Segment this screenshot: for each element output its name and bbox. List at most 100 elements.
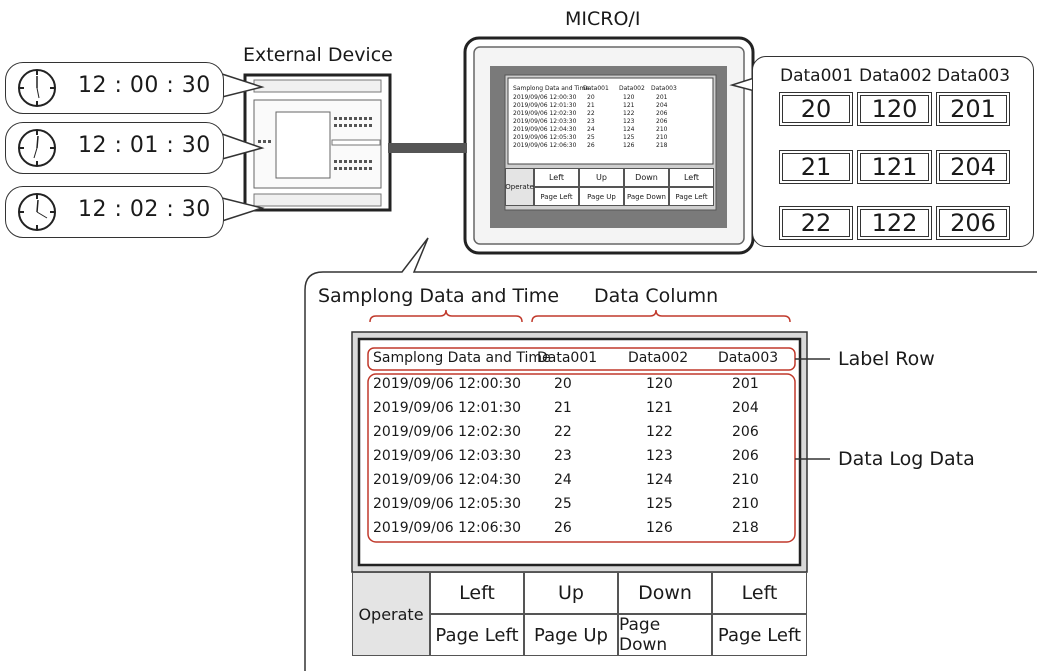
log-cell: 124 (646, 472, 673, 488)
log-cell: 2019/09/06 12:02:30 (373, 424, 522, 440)
mini-cell: 23 (587, 118, 595, 125)
table-row: 2019/09/06 12:06:30 26 126 218 (370, 517, 800, 541)
data-cell: 204 (936, 150, 1010, 184)
log-cell: 120 (646, 376, 673, 392)
log-cell: 201 (732, 376, 759, 392)
table-row: 2019/09/06 12:03:30 23 123 206 (370, 445, 800, 469)
left-button[interactable]: Left (430, 572, 524, 614)
mini-left-button[interactable]: Left (534, 168, 579, 187)
data-cell: 20 (779, 92, 853, 126)
mini-down-button[interactable]: Down (624, 168, 669, 187)
mini-cell: 204 (656, 102, 668, 109)
page-up-button[interactable]: Page Up (524, 614, 618, 656)
log-cell: 125 (646, 496, 673, 512)
mini-cell: 126 (623, 142, 635, 149)
label-cell: Samplong Data and Time (373, 350, 551, 366)
mini-cell: 2019/09/06 12:06:30 (513, 142, 577, 149)
clock-time-2: 12 : 01 : 30 (78, 133, 211, 158)
mini-cell: 120 (623, 94, 635, 101)
mini-cell: 26 (587, 142, 595, 149)
clock-time-1: 12 : 00 : 30 (78, 73, 211, 98)
log-cell: 218 (732, 520, 759, 536)
log-cell: 126 (646, 520, 673, 536)
data-header: Data003 (937, 66, 1011, 86)
mini-page-left-button[interactable]: Page Left (669, 187, 714, 206)
mini-cell: 20 (587, 94, 595, 101)
left-button[interactable]: Left (712, 572, 807, 614)
mini-cell: 218 (656, 142, 668, 149)
log-cell: 204 (732, 400, 759, 416)
label-cell: Data001 (537, 350, 598, 366)
data-cell: 120 (857, 92, 932, 126)
mini-cell: 2019/09/06 12:00:30 (513, 94, 577, 101)
mini-cell: 25 (587, 134, 595, 141)
label-row: Samplong Data and Time Data001 Data002 D… (370, 347, 800, 371)
cable (388, 143, 467, 153)
mini-cell: 210 (656, 126, 668, 133)
log-cell: 26 (554, 520, 572, 536)
log-cell: 121 (646, 400, 673, 416)
operate-button[interactable]: Operate (352, 572, 430, 656)
mini-cell: 2019/09/06 12:05:30 (513, 134, 577, 141)
mini-label: Samplong Data and Time (513, 85, 590, 92)
mini-page-up-button[interactable]: Page Up (579, 187, 624, 206)
log-cell: 2019/09/06 12:05:30 (373, 496, 522, 512)
clock-time-3: 12 : 02 : 30 (78, 197, 211, 222)
table-row: 2019/09/06 12:05:30 25 125 210 (370, 493, 800, 517)
mini-cell: 201 (656, 94, 668, 101)
page-down-button[interactable]: Page Down (618, 614, 712, 656)
data-cell: 21 (779, 150, 853, 184)
mini-label: Data002 (619, 85, 645, 92)
log-cell: 2019/09/06 12:03:30 (373, 448, 522, 464)
log-cell: 25 (554, 496, 572, 512)
page-left-button[interactable]: Page Left (430, 614, 524, 656)
clock-icon (18, 69, 56, 107)
mini-cell: 210 (656, 134, 668, 141)
mini-label: Data003 (651, 85, 677, 92)
mini-cell: 123 (623, 118, 635, 125)
log-cell: 2019/09/06 12:04:30 (373, 472, 522, 488)
data-header: Data002 (859, 66, 933, 86)
up-button[interactable]: Up (524, 572, 618, 614)
mini-cell: 122 (623, 110, 635, 117)
clock-icon (18, 129, 56, 167)
log-cell: 21 (554, 400, 572, 416)
mini-cell: 2019/09/06 12:03:30 (513, 118, 577, 125)
page-left-button[interactable]: Page Left (712, 614, 807, 656)
mini-cell: 2019/09/06 12:01:30 (513, 102, 577, 109)
down-button[interactable]: Down (618, 572, 712, 614)
log-cell: 20 (554, 376, 572, 392)
table-row: 2019/09/06 12:01:30 21 121 204 (370, 397, 800, 421)
data-header: Data001 (780, 66, 854, 86)
log-cell: 206 (732, 448, 759, 464)
data-cell: 121 (857, 150, 932, 184)
log-cell: 2019/09/06 12:01:30 (373, 400, 522, 416)
data-log-highlight (367, 373, 796, 543)
mini-cell: 22 (587, 110, 595, 117)
log-cell: 122 (646, 424, 673, 440)
micro-i-title: MICRO/I (565, 8, 641, 30)
caption-time: Samplong Data and Time (318, 285, 560, 307)
log-cell: 210 (732, 472, 759, 488)
mini-cell: 21 (587, 102, 595, 109)
log-cell: 210 (732, 496, 759, 512)
data-cell: 206 (936, 206, 1010, 240)
mini-cell: 24 (587, 126, 595, 133)
mini-cell: 125 (623, 134, 635, 141)
mini-page-left-button[interactable]: Page Left (534, 187, 579, 206)
mini-up-button[interactable]: Up (579, 168, 624, 187)
caption-data-column: Data Column (594, 285, 719, 307)
mini-left-button[interactable]: Left (669, 168, 714, 187)
table-row: 2019/09/06 12:04:30 24 124 210 (370, 469, 800, 493)
table-row: 2019/09/06 12:02:30 22 122 206 (370, 421, 800, 445)
data-cell: 22 (779, 206, 853, 240)
mini-operate-button[interactable]: Operate (505, 168, 534, 206)
log-cell: 123 (646, 448, 673, 464)
label-cell: Data003 (718, 350, 779, 366)
table-row: 2019/09/06 12:00:30 20 120 201 (370, 373, 800, 397)
mini-page-down-button[interactable]: Page Down (624, 187, 669, 206)
mini-label: Data001 (583, 85, 609, 92)
log-cell: 2019/09/06 12:06:30 (373, 520, 522, 536)
data-cell: 201 (936, 92, 1010, 126)
mini-cell: 124 (623, 126, 635, 133)
